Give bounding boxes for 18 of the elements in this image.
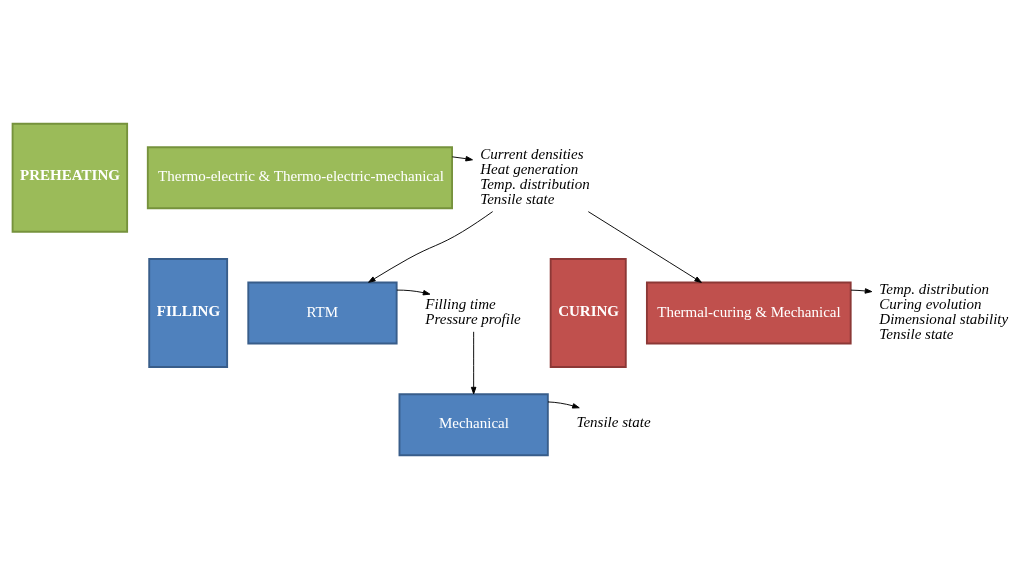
node-box: Mechanical <box>398 393 549 457</box>
node-text: Temp. distribution Curing evolution Dimensional stability Tensile state <box>879 281 1009 343</box>
arrow <box>396 289 431 296</box>
node-box: FILLING <box>148 258 229 368</box>
node-box: RTM <box>247 281 398 345</box>
arrow <box>587 211 702 283</box>
node-box: CURING <box>549 258 627 368</box>
node-box: Thermo-electric & Thermo-electric-mechanical <box>146 146 453 210</box>
node-box: Thermal-curing & Mechanical <box>645 281 852 345</box>
node-text: Filling time Pressure profile <box>425 296 521 328</box>
arrow <box>368 211 494 283</box>
node-text: Current densities Heat generation Temp. distribution Tensile state <box>480 145 590 207</box>
arrow <box>547 401 580 409</box>
node-text: Tensile state <box>576 414 651 431</box>
node-box: PREHEATING <box>11 122 129 233</box>
arrow <box>470 331 477 395</box>
arrow <box>850 288 873 294</box>
arrow <box>451 155 473 162</box>
